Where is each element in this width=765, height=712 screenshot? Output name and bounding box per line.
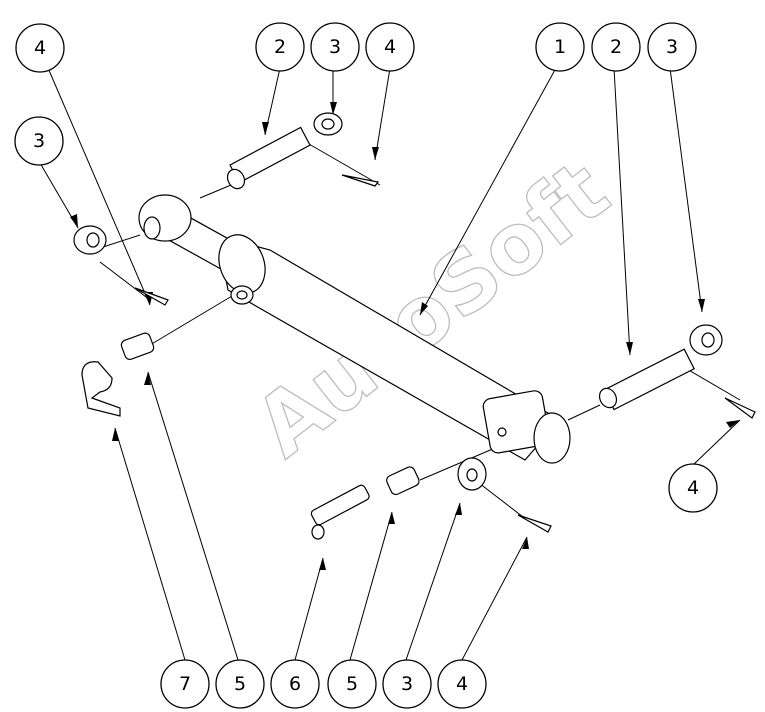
svg-text:7: 7: [179, 673, 191, 695]
svg-text:2: 2: [274, 36, 286, 58]
washer-pin-left: [73, 225, 169, 306]
pin-assembly-upper: [226, 112, 380, 190]
callout-bottom-6: 6: [270, 659, 320, 709]
svg-text:4: 4: [384, 36, 396, 58]
callout-bottom-3: 3: [382, 659, 432, 709]
svg-text:2: 2: [610, 36, 622, 58]
callout-bottom-5-left: 5: [215, 659, 265, 709]
callout-top-2-left: 2: [255, 22, 305, 72]
callout-right-4: 4: [668, 463, 718, 513]
callout-bottom-4: 4: [437, 659, 487, 709]
callout-top-4-left: 4: [365, 22, 415, 72]
svg-text:4: 4: [456, 673, 468, 695]
callout-bottom-7: 7: [160, 659, 210, 709]
svg-text:1: 1: [554, 36, 566, 58]
svg-text:6: 6: [289, 673, 301, 695]
svg-text:3: 3: [401, 673, 413, 695]
callout-bottom-5-right: 5: [327, 659, 377, 709]
callout-top-3-right: 3: [647, 22, 697, 72]
pin-assembly-right: [598, 324, 756, 419]
callouts: 4 2 3 4 1 2 3 3 4 7 5 6 5 3 4: [14, 22, 718, 709]
callout-top-1: 1: [535, 22, 585, 72]
leader-arrowheads: [70, 102, 740, 570]
svg-text:3: 3: [329, 36, 341, 58]
callout-top-3-left: 3: [310, 22, 360, 72]
svg-text:5: 5: [234, 673, 246, 695]
callout-top-2-right: 2: [591, 22, 641, 72]
callout-left-3: 3: [14, 116, 64, 166]
svg-text:3: 3: [33, 130, 45, 152]
svg-text:4: 4: [34, 37, 46, 59]
lower-fittings: [81, 332, 552, 540]
svg-text:5: 5: [346, 673, 358, 695]
svg-text:3: 3: [666, 36, 678, 58]
svg-text:4: 4: [687, 477, 699, 499]
hydraulic-cylinder: [138, 194, 571, 464]
leader-lines: [39, 67, 741, 661]
callout-upper-left-4: 4: [15, 23, 65, 73]
